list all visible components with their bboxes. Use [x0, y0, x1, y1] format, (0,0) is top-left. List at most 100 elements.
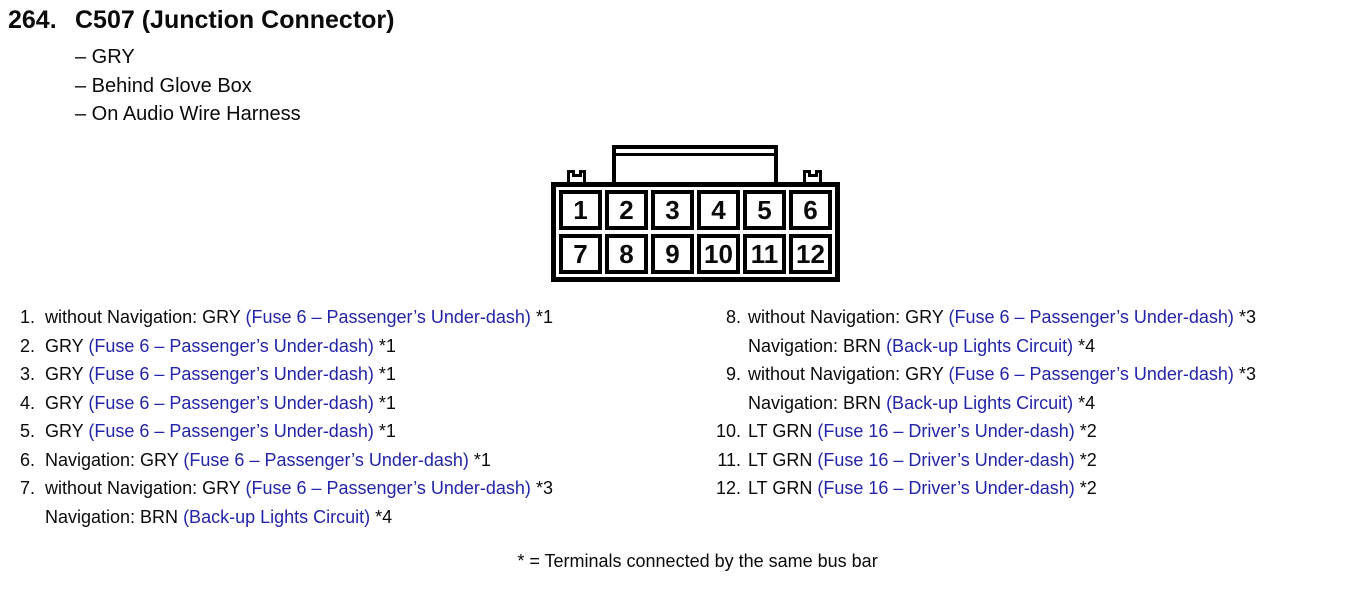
pin-cell-6: 6	[789, 190, 832, 230]
notch-cutout	[807, 170, 818, 177]
pin-cell-4: 4	[697, 190, 740, 230]
pin-number: 3.	[19, 364, 35, 384]
notch-cutout	[571, 170, 582, 177]
wire-desc: LT GRN	[748, 449, 818, 470]
busbar-ref: *1	[373, 421, 396, 441]
pin-desc-line: LT GRN (Fuse 16 – Driver’s Under-dash) *…	[748, 417, 1097, 446]
circuit-link[interactable]: (Fuse 6 – Passenger’s Under-dash)	[183, 449, 469, 470]
detail-color: – GRY	[75, 46, 135, 68]
page-header: 264. C507 (Junction Connector) – GRY – B…	[8, 6, 394, 129]
pin-desc-line: GRY (Fuse 6 – Passenger’s Under-dash) *1	[45, 417, 396, 446]
busbar-ref: *3	[1233, 364, 1256, 384]
busbar-ref: *3	[1233, 307, 1256, 327]
detail-location: – Behind Glove Box	[75, 74, 252, 97]
busbar-ref: *4	[1073, 392, 1096, 413]
pin-number: 9.	[725, 364, 741, 384]
circuit-link[interactable]: (Fuse 6 – Passenger’s Under-dash)	[245, 307, 531, 327]
page-title-row: 264. C507 (Junction Connector)	[8, 6, 394, 35]
circuit-link[interactable]: (Fuse 6 – Passenger’s Under-dash)	[88, 421, 374, 441]
circuit-link[interactable]: (Fuse 6 – Passenger’s Under-dash)	[948, 364, 1234, 384]
pin-cell-2: 2	[605, 190, 648, 230]
busbar-ref: *1	[530, 307, 553, 327]
pin-desc-line: without Navigation: GRY (Fuse 6 – Passen…	[748, 360, 1256, 389]
pin-item-9: 9. without Navigation: GRY (Fuse 6 – Pas…	[712, 360, 1256, 417]
connector-diagram: 1 2 3 4 5 6 7 8 9 10 11 12	[551, 145, 840, 282]
busbar-ref: *2	[1074, 478, 1097, 498]
circuit-link[interactable]: (Back-up Lights Circuit)	[886, 335, 1074, 356]
pin-number: 2.	[19, 335, 35, 356]
pin-number: 6.	[19, 449, 35, 470]
pin-cell-9: 9	[651, 234, 694, 274]
circuit-link[interactable]: (Back-up Lights Circuit)	[183, 506, 371, 527]
wire-desc: Navigation: BRN	[748, 335, 887, 356]
pin-item-12: 12. LT GRN (Fuse 16 – Driver’s Under-das…	[712, 474, 1256, 503]
pin-cell-11: 11	[743, 234, 786, 274]
busbar-footnote: * = Terminals connected by the same bus …	[517, 551, 878, 571]
wire-desc: LT GRN	[748, 478, 818, 498]
pin-cell-12: 12	[789, 234, 832, 274]
pin-cell-10: 10	[697, 234, 740, 274]
circuit-link[interactable]: (Fuse 6 – Passenger’s Under-dash)	[88, 364, 374, 384]
pin-item-6: 6. Navigation: GRY (Fuse 6 – Passenger’s…	[18, 446, 553, 475]
pin-item-4: 4. GRY (Fuse 6 – Passenger’s Under-dash)…	[18, 389, 553, 418]
pin-list-left: 1. without Navigation: GRY (Fuse 6 – Pas…	[18, 303, 553, 531]
pin-number: 4.	[19, 392, 35, 413]
pin-item-11: 11. LT GRN (Fuse 16 – Driver’s Under-das…	[712, 446, 1256, 475]
wire-desc: without Navigation: GRY	[748, 364, 949, 384]
page-title: C507 (Junction Connector)	[75, 6, 395, 34]
wire-desc: GRY	[45, 364, 89, 384]
pin-desc-line: Navigation: BRN (Back-up Lights Circuit)…	[45, 503, 553, 532]
wire-desc: GRY	[45, 392, 89, 413]
pin-item-5: 5. GRY (Fuse 6 – Passenger’s Under-dash)…	[18, 417, 553, 446]
pin-cell-7: 7	[559, 234, 602, 274]
pin-desc-line: without Navigation: GRY (Fuse 6 – Passen…	[748, 303, 1256, 332]
wire-desc: Navigation: BRN	[45, 506, 184, 527]
pin-number: 11.	[717, 449, 741, 470]
pin-item-3: 3. GRY (Fuse 6 – Passenger’s Under-dash)…	[18, 360, 553, 389]
busbar-ref: *1	[373, 392, 396, 413]
pin-desc-line: GRY (Fuse 6 – Passenger’s Under-dash) *1	[45, 332, 396, 361]
pin-desc-line: without Navigation: GRY (Fuse 6 – Passen…	[45, 474, 553, 503]
wire-desc: Navigation: BRN	[748, 392, 887, 413]
wire-desc: without Navigation: GRY	[45, 478, 246, 498]
circuit-link[interactable]: (Back-up Lights Circuit)	[886, 392, 1074, 413]
pin-item-7: 7. without Navigation: GRY (Fuse 6 – Pas…	[18, 474, 553, 531]
pin-number: 12.	[715, 478, 741, 498]
busbar-ref: *2	[1074, 449, 1097, 470]
pin-desc-line: without Navigation: GRY (Fuse 6 – Passen…	[45, 303, 553, 332]
wire-desc: Navigation: GRY	[45, 449, 184, 470]
circuit-link[interactable]: (Fuse 6 – Passenger’s Under-dash)	[88, 335, 374, 356]
pin-cell-3: 3	[651, 190, 694, 230]
circuit-link[interactable]: (Fuse 6 – Passenger’s Under-dash)	[948, 307, 1234, 327]
circuit-link[interactable]: (Fuse 6 – Passenger’s Under-dash)	[245, 478, 531, 498]
wire-desc: without Navigation: GRY	[748, 307, 949, 327]
circuit-link[interactable]: (Fuse 6 – Passenger’s Under-dash)	[88, 392, 374, 413]
circuit-link[interactable]: (Fuse 16 – Driver’s Under-dash)	[817, 421, 1075, 441]
pin-list-right: 8. without Navigation: GRY (Fuse 6 – Pas…	[712, 303, 1256, 503]
busbar-ref: *1	[468, 449, 491, 470]
detail-harness: – On Audio Wire Harness	[75, 103, 301, 125]
connector-latch	[612, 145, 778, 187]
pin-item-8: 8. without Navigation: GRY (Fuse 6 – Pas…	[712, 303, 1256, 360]
pin-desc-line: Navigation: BRN (Back-up Lights Circuit)…	[748, 389, 1256, 418]
pin-number: 5.	[19, 421, 35, 441]
circuit-link[interactable]: (Fuse 16 – Driver’s Under-dash)	[817, 478, 1075, 498]
pin-cell-5: 5	[743, 190, 786, 230]
pin-number: 10.	[715, 421, 741, 441]
pin-desc-line: Navigation: GRY (Fuse 6 – Passenger’s Un…	[45, 446, 491, 475]
pin-desc-line: LT GRN (Fuse 16 – Driver’s Under-dash) *…	[748, 474, 1097, 503]
busbar-ref: *3	[530, 478, 553, 498]
pin-number: 1.	[19, 307, 35, 327]
busbar-ref: *4	[1073, 335, 1096, 356]
pin-desc-line: Navigation: BRN (Back-up Lights Circuit)…	[748, 332, 1256, 361]
connector-details: – GRY – Behind Glove Box – On Audio Wire…	[75, 43, 394, 129]
wire-desc: without Navigation: GRY	[45, 307, 246, 327]
wire-desc: GRY	[45, 421, 89, 441]
circuit-link[interactable]: (Fuse 16 – Driver’s Under-dash)	[817, 449, 1075, 470]
pin-item-1: 1. without Navigation: GRY (Fuse 6 – Pas…	[18, 303, 553, 332]
busbar-ref: *2	[1074, 421, 1097, 441]
pin-cell-1: 1	[559, 190, 602, 230]
item-number: 264.	[8, 6, 57, 34]
pin-number: 8.	[725, 307, 741, 327]
busbar-ref: *1	[373, 364, 396, 384]
